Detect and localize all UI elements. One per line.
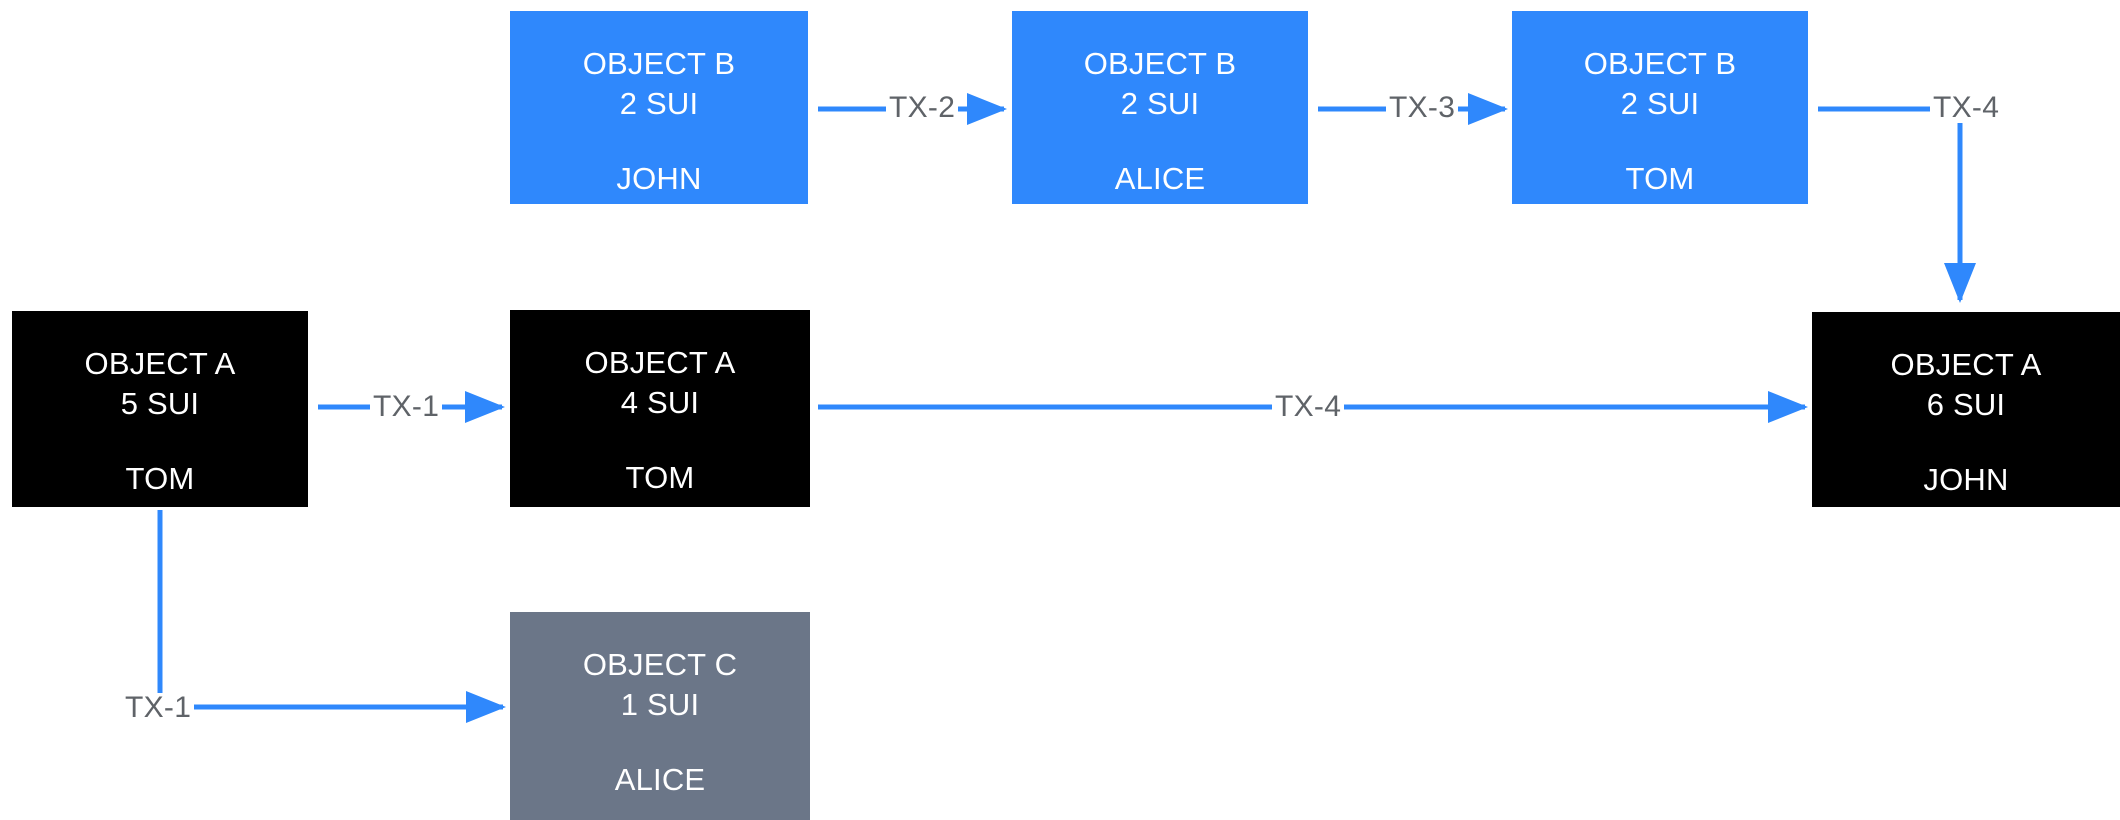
node-amount: 4 SUI — [620, 385, 700, 421]
node-owner: ALICE — [1114, 160, 1206, 196]
node-object-b-john[interactable]: OBJECT B 2 SUI JOHN — [510, 11, 808, 204]
node-owner: TOM — [625, 459, 695, 495]
node-owner: JOHN — [1923, 461, 2009, 497]
node-amount: 2 SUI — [619, 86, 699, 122]
node-owner: TOM — [1625, 160, 1695, 196]
node-heading: OBJECT A 6 SUI — [1891, 345, 2042, 426]
node-object-a-5sui-tom[interactable]: OBJECT A 5 SUI TOM — [12, 311, 308, 507]
node-title: OBJECT B — [1083, 46, 1237, 81]
node-amount: 2 SUI — [1120, 86, 1200, 122]
node-heading: OBJECT B 2 SUI — [1584, 44, 1737, 125]
edge-label-tx-1-bottom: TX-1 — [122, 693, 195, 723]
edge-tx-4-top — [1818, 106, 1977, 303]
node-heading: OBJECT B 2 SUI — [1084, 44, 1237, 125]
node-owner: JOHN — [616, 160, 702, 196]
edge-label-tx-4-top: TX-4 — [1930, 93, 2003, 123]
node-title: OBJECT B — [582, 46, 736, 81]
node-owner: TOM — [125, 460, 195, 496]
node-amount: 6 SUI — [1926, 387, 2006, 423]
edge-label-tx-2: TX-2 — [886, 93, 959, 123]
node-heading: OBJECT C 1 SUI — [583, 645, 737, 726]
node-amount: 1 SUI — [620, 687, 700, 723]
node-title: OBJECT C — [582, 647, 738, 682]
edge-label-tx-1-top: TX-1 — [370, 392, 443, 422]
node-heading: OBJECT A 4 SUI — [585, 343, 736, 424]
node-title: OBJECT A — [1890, 347, 2042, 382]
node-object-a-6sui-john[interactable]: OBJECT A 6 SUI JOHN — [1812, 312, 2120, 507]
node-title: OBJECT A — [84, 346, 236, 381]
node-object-b-alice[interactable]: OBJECT B 2 SUI ALICE — [1012, 11, 1308, 204]
node-title: OBJECT A — [584, 345, 736, 380]
edge-label-tx-4-mid: TX-4 — [1272, 392, 1345, 422]
node-owner: ALICE — [614, 761, 706, 797]
node-object-a-4sui-tom[interactable]: OBJECT A 4 SUI TOM — [510, 310, 810, 507]
node-amount: 2 SUI — [1620, 86, 1700, 122]
node-title: OBJECT B — [1583, 46, 1737, 81]
node-object-b-tom[interactable]: OBJECT B 2 SUI TOM — [1512, 11, 1808, 204]
edge-tx-1-bottom — [157, 510, 506, 723]
node-heading: OBJECT B 2 SUI — [583, 44, 736, 125]
node-object-c-alice[interactable]: OBJECT C 1 SUI ALICE — [510, 612, 810, 820]
node-amount: 5 SUI — [120, 386, 200, 422]
edge-label-tx-3: TX-3 — [1386, 93, 1459, 123]
node-heading: OBJECT A 5 SUI — [85, 344, 236, 425]
